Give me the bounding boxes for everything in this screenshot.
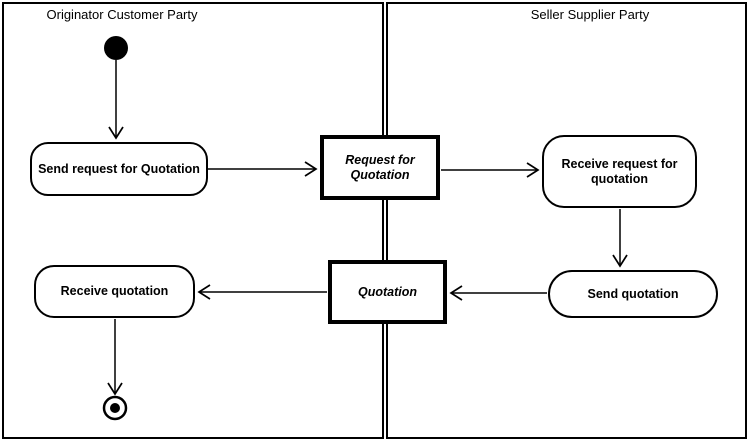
final-node-inner-icon bbox=[110, 403, 120, 413]
swimlane-seller bbox=[386, 2, 747, 439]
object-quotation: Quotation bbox=[328, 260, 447, 324]
action-receive-request-for-quotation: Receive request for quotation bbox=[542, 135, 697, 208]
object-label: Request for Quotation bbox=[345, 153, 415, 182]
action-label: Send quotation bbox=[587, 286, 679, 301]
action-receive-quotation: Receive quotation bbox=[34, 265, 195, 318]
swimlane-originator bbox=[2, 2, 384, 439]
action-send-quotation: Send quotation bbox=[548, 270, 718, 318]
action-label: Receive quotation bbox=[60, 284, 169, 299]
object-request-for-quotation: Request for Quotation bbox=[320, 135, 440, 200]
action-send-request-for-quotation: Send request for Quotation bbox=[30, 142, 208, 196]
swimlane-title-originator: Originator Customer Party bbox=[46, 7, 198, 22]
initial-node-icon bbox=[104, 36, 128, 60]
action-label: Send request for Quotation bbox=[38, 161, 200, 176]
object-label: Quotation bbox=[357, 284, 417, 299]
action-label: Receive request for quotation bbox=[561, 157, 678, 186]
swimlane-title-seller: Seller Supplier Party bbox=[530, 7, 650, 22]
